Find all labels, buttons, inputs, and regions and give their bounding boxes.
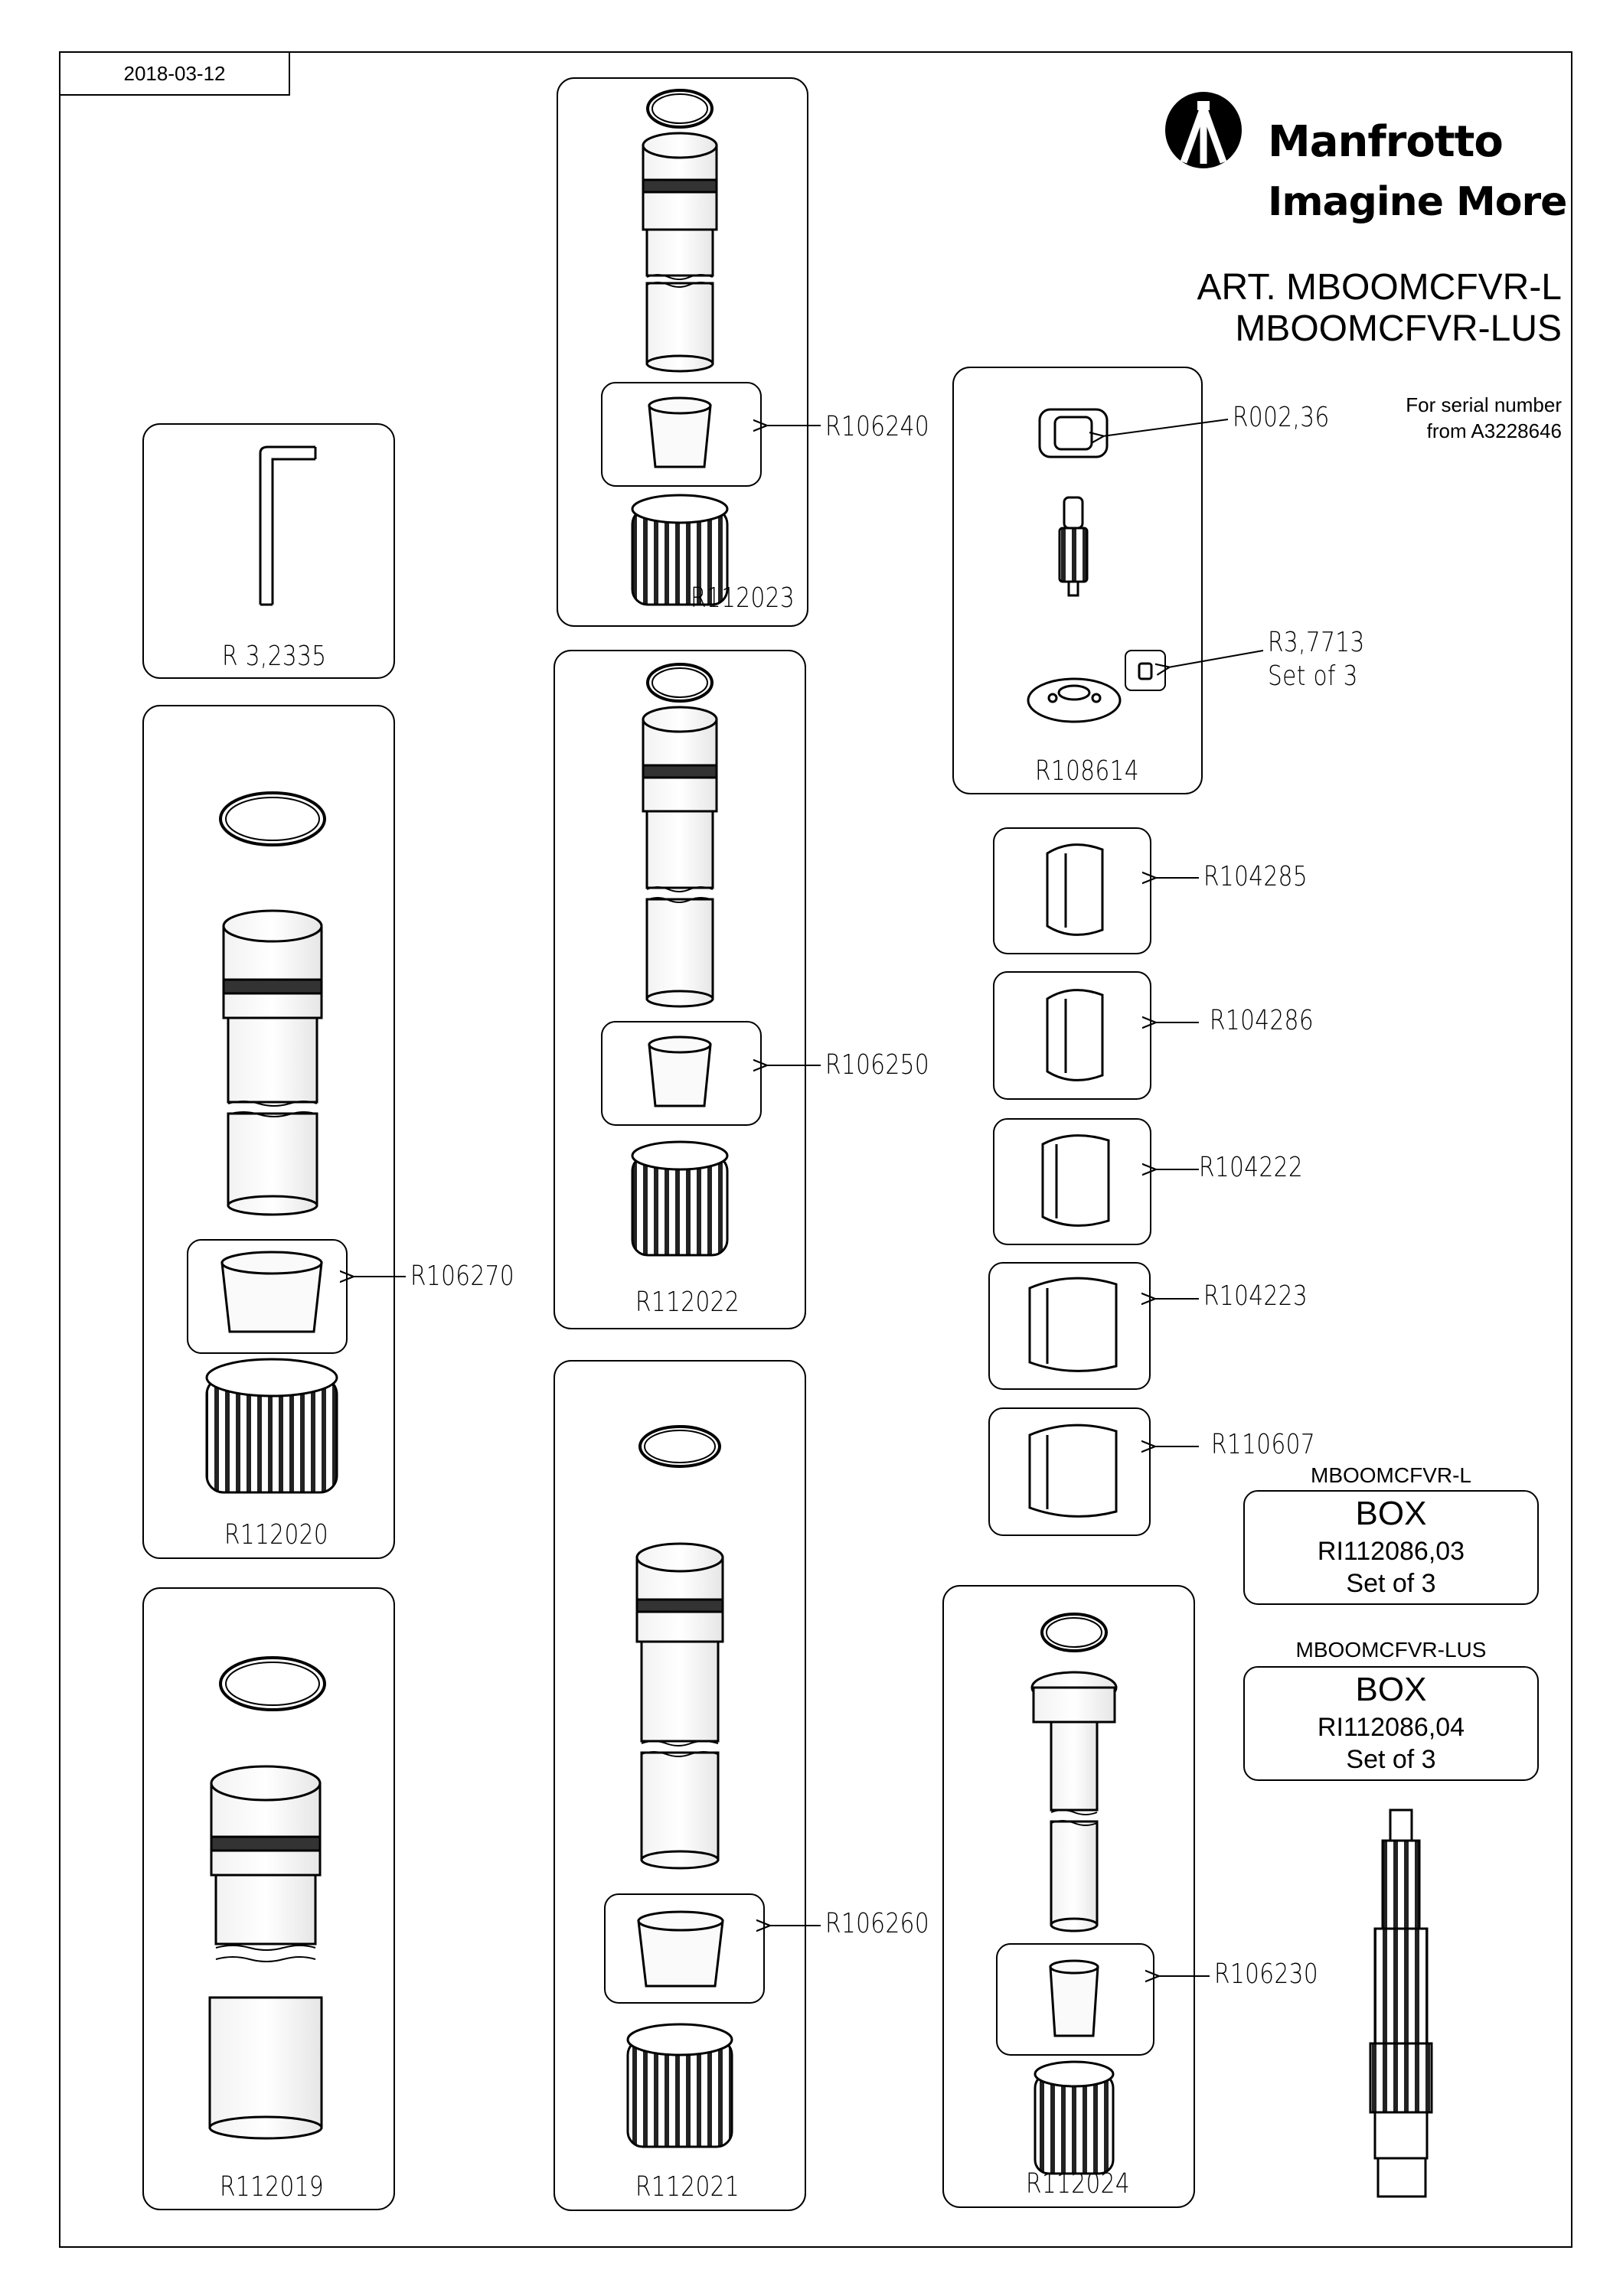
frame-r108614 (952, 367, 1203, 794)
box-frame-lus (1243, 1666, 1539, 1781)
article-code-2: MBOOMCFVR-LUS (1235, 308, 1562, 349)
label-r112023: R112023 (691, 582, 795, 614)
label-r104223: R104223 (1203, 1280, 1308, 1312)
manfrotto-logo-icon (1165, 92, 1242, 168)
box-frame-l (1243, 1490, 1539, 1605)
sheet-frame (59, 51, 1572, 2248)
serial-note-1: For serial number (1406, 393, 1562, 416)
label-r112022: R112022 (635, 1287, 740, 1318)
label-r002-36: R002,36 (1233, 402, 1330, 433)
box-qty-lus: Set of 3 (1346, 1745, 1436, 1774)
serial-note-2: from A3228646 (1426, 419, 1562, 442)
label-r112021: R112021 (635, 2171, 740, 2203)
frame-r106230 (942, 1585, 1195, 2208)
box-title-l: BOX (1355, 1495, 1427, 1532)
label-r104285: R104285 (1203, 861, 1308, 892)
label-set-of-3: Set of 3 (1268, 660, 1358, 692)
box-qty-l: Set of 3 (1346, 1569, 1436, 1598)
frame-r112023 (557, 77, 808, 627)
box-heading-lus: MBOOMCFVR-LUS (1295, 1638, 1487, 1662)
label-r106260: R106260 (825, 1908, 930, 1939)
date-tab (59, 51, 290, 96)
label-r112020: R112020 (224, 1519, 329, 1551)
label-r108614: R108614 (1035, 755, 1140, 787)
brand-name: Manfrotto (1268, 117, 1504, 167)
box-code-lus: RI112086,04 (1317, 1713, 1465, 1742)
label-r104222: R104222 (1199, 1152, 1304, 1183)
box-heading-l: MBOOMCFVR-L (1311, 1463, 1471, 1487)
label-r106250: R106250 (825, 1049, 930, 1081)
label-r106230: R106230 (1214, 1958, 1319, 1990)
frame-r112019 (142, 1587, 395, 2210)
frame-hex-key (142, 423, 395, 679)
label-r112019: R112019 (220, 2171, 325, 2203)
label-r106270: R106270 (410, 1261, 515, 1292)
frame-r112021 (554, 1360, 806, 2211)
label-r112024: R112024 (1026, 2168, 1131, 2200)
brand-tagline: Imagine More (1268, 179, 1567, 225)
box-title-lus: BOX (1355, 1671, 1427, 1708)
box-code-l: RI112086,03 (1317, 1537, 1465, 1566)
date-label: 2018-03-12 (123, 62, 226, 85)
frame-r112020 (142, 705, 395, 1559)
label-r3-7713: R3,7713 (1268, 627, 1365, 658)
label-r110607: R110607 (1211, 1429, 1316, 1460)
label-r106240: R106240 (825, 411, 930, 442)
frame-r112022 (554, 650, 806, 1329)
label-r-3-2335: R 3,2335 (222, 641, 327, 672)
article-code-1: ART. MBOOMCFVR-L (1197, 267, 1562, 308)
label-r104286: R104286 (1210, 1005, 1314, 1036)
